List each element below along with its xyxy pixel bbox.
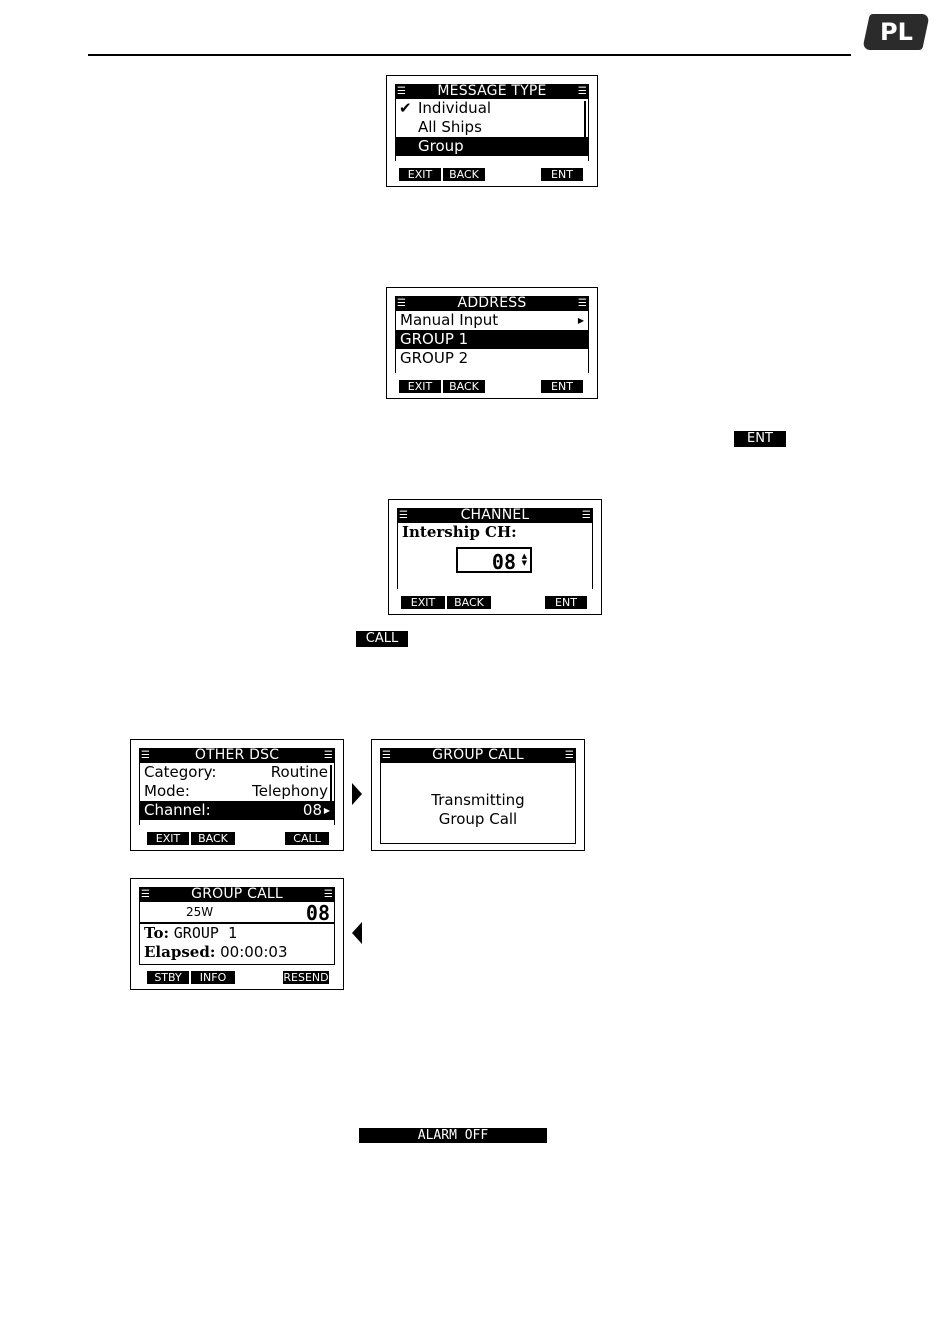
channel-label: Intership CH:: [402, 523, 517, 541]
softkey-exit[interactable]: EXIT: [399, 168, 441, 181]
screen-title: ☰ GROUP CALL ☰: [139, 886, 335, 902]
checkmark-icon: ✔: [399, 99, 412, 117]
scrollbar: [584, 101, 586, 151]
list-item[interactable]: Category:Routine: [144, 763, 328, 781]
softkey-back[interactable]: BACK: [443, 380, 485, 393]
softkey-back[interactable]: BACK: [191, 832, 235, 845]
screen-title: ☰ ADDRESS ☰: [395, 295, 589, 311]
screen-group-call-status: ☰ GROUP CALL ☰ 25W 08 To: GROUP 1 Elapse…: [130, 878, 344, 990]
menu-icon: ☰: [564, 750, 574, 761]
list-item[interactable]: GROUP 2: [400, 349, 469, 367]
screen-title: ☰ MESSAGE TYPE ☰: [395, 83, 589, 99]
screen-title: ☰ OTHER DSC ☰: [139, 747, 335, 763]
alarm-off-softkey: ALARM OFF: [359, 1128, 547, 1143]
elapsed-row: Elapsed: 00:00:03: [144, 943, 288, 961]
menu-icon: ☰: [577, 298, 587, 309]
submenu-arrow-icon: ▶: [577, 316, 584, 325]
menu-icon: ☰: [323, 750, 333, 761]
screen-title: ☰ CHANNEL ☰: [397, 507, 593, 523]
menu-icon: ☰: [141, 750, 151, 761]
screen-other-dsc: ☰ OTHER DSC ☰ Category:Routine Mode:Tele…: [130, 739, 344, 851]
softkey-exit[interactable]: EXIT: [401, 596, 445, 609]
language-badge: PL: [862, 14, 930, 50]
arrow-right-icon: [352, 783, 362, 805]
menu-icon: ☰: [397, 298, 407, 309]
softkey-stby[interactable]: STBY: [147, 971, 189, 984]
status-line: Group Call: [438, 810, 518, 828]
softkey-resend[interactable]: RESEND: [283, 971, 329, 984]
softkey-ent[interactable]: ENT: [541, 380, 583, 393]
screen-group-call-transmitting: ☰ GROUP CALL ☰ Transmitting Group Call: [371, 739, 585, 851]
status-line: Transmitting: [431, 791, 525, 809]
call-key: CALL: [356, 631, 408, 647]
softkey-back[interactable]: BACK: [443, 168, 485, 181]
softkey-ent[interactable]: ENT: [541, 168, 583, 181]
header-rule: [88, 54, 851, 56]
arrow-left-icon: [352, 922, 362, 944]
screen-message-type: ☰ MESSAGE TYPE ☰ ✔ Individual All Ships …: [386, 75, 598, 187]
ent-key: ENT: [734, 431, 786, 447]
softkey-exit[interactable]: EXIT: [147, 832, 189, 845]
to-row: To: GROUP 1: [144, 924, 237, 942]
menu-icon: ☰: [141, 889, 151, 900]
list-item[interactable]: Mode:Telephony: [144, 782, 328, 800]
list-item-selected[interactable]: GROUP 1: [396, 330, 588, 349]
menu-icon: ☰: [577, 86, 587, 97]
screen-address: ☰ ADDRESS ☰ Manual Input ▶ GROUP 1 GROUP…: [386, 287, 598, 399]
menu-icon: ☰: [323, 889, 333, 900]
up-down-arrow-icon: ▲▼: [521, 552, 527, 567]
channel-stepper[interactable]: 08 ▲▼: [456, 547, 532, 574]
softkey-info[interactable]: INFO: [191, 971, 235, 984]
power-level: 25W: [186, 905, 214, 919]
menu-icon: ☰: [382, 750, 392, 761]
submenu-arrow-icon: ▶: [323, 806, 330, 815]
menu-icon: ☰: [581, 510, 591, 521]
screen-title: ☰ GROUP CALL ☰: [380, 747, 576, 763]
list-item-selected[interactable]: Channel:08▶: [140, 801, 334, 820]
list-item[interactable]: Manual Input ▶: [400, 311, 584, 329]
scrollbar: [330, 765, 332, 815]
menu-icon: ☰: [397, 86, 407, 97]
softkey-ent[interactable]: ENT: [545, 596, 587, 609]
softkey-back[interactable]: BACK: [447, 596, 491, 609]
list-item[interactable]: All Ships: [418, 118, 482, 136]
screen-channel: ☰ CHANNEL ☰ Intership CH: 08 ▲▼ EXIT BAC…: [388, 499, 602, 615]
menu-icon: ☰: [399, 510, 409, 521]
channel-number: 08: [305, 901, 330, 925]
softkey-exit[interactable]: EXIT: [399, 380, 441, 393]
list-item[interactable]: ✔ Individual: [399, 99, 492, 117]
softkey-call[interactable]: CALL: [285, 832, 329, 845]
list-item-selected[interactable]: Group: [396, 137, 588, 156]
